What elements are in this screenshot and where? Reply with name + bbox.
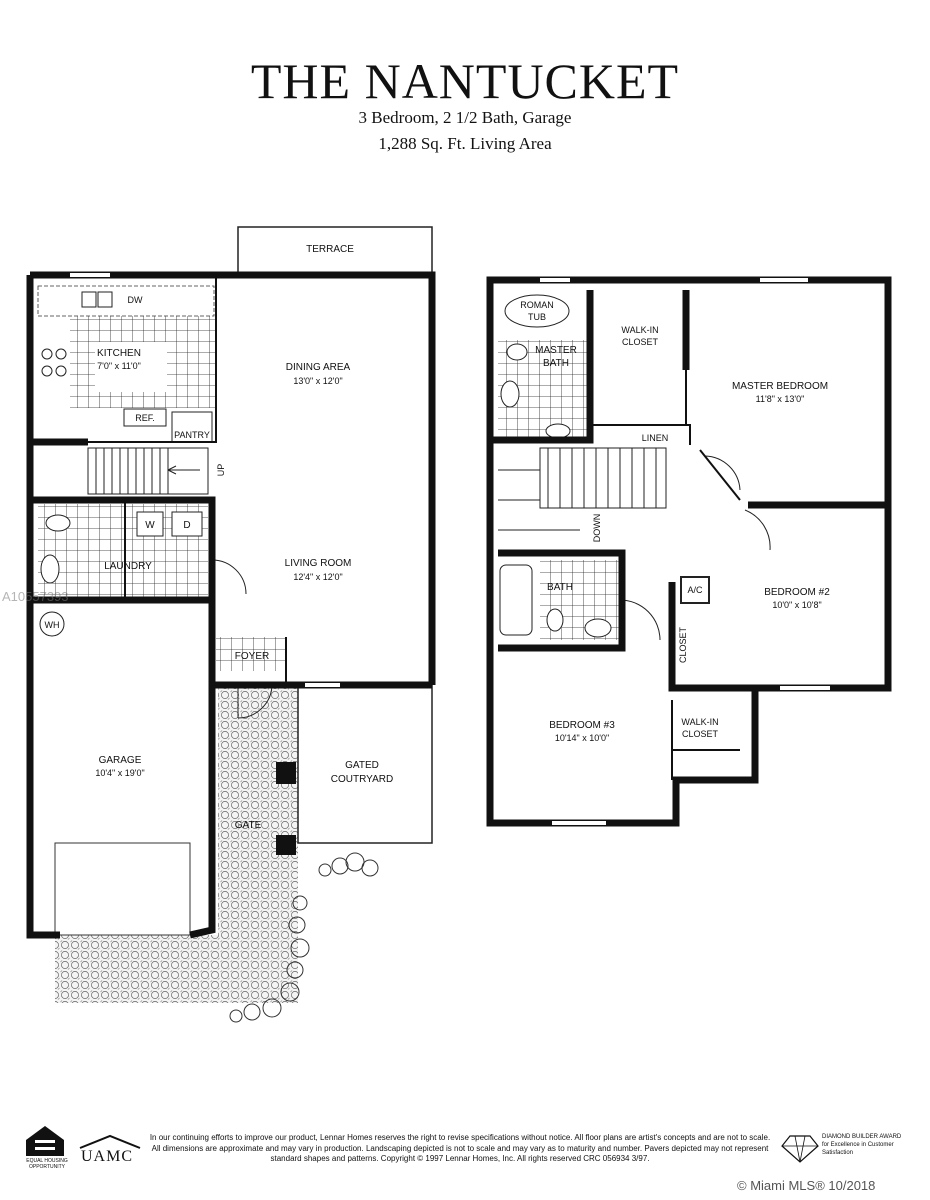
label-pantry: PANTRY [174,430,210,440]
label-bedroom2-dim: 10'0" x 10'8" [772,600,821,610]
powder-room-sink [40,554,60,584]
label-living: LIVING ROOM [285,558,352,569]
master-sink-2 [545,423,571,439]
kitchen-sink-left [81,291,97,308]
refrigerator [123,408,167,427]
label-kitchen-dim: 7'0" x 11'0" [97,361,141,371]
room-labels: TERRACE DW KITCHEN 7'0" x 11'0" REF. PAN… [45,244,831,831]
master-toilet [506,343,528,361]
label-courtyard-2: COUTRYARD [331,774,393,785]
label-washer: W [145,520,155,531]
label-gate: GATE [235,820,262,831]
label-roman-tub-2: TUB [528,312,546,322]
uamc-logo-roof [79,1134,141,1149]
disclaimer-text: In our continuing efforts to improve our… [149,1133,771,1163]
label-bath: BATH [547,582,573,593]
label-terrace: TERRACE [306,244,354,255]
gated-courtyard [297,684,433,844]
label-courtyard-1: GATED [345,760,379,771]
label-up: UP [216,464,226,477]
pantry [171,411,213,443]
label-roman-tub-1: ROMAN [520,300,554,310]
washer [136,511,164,537]
range-burners [41,348,67,377]
label-foyer: FOYER [235,651,269,662]
driveway-pavers [55,935,218,1003]
label-master-bath-2: BATH [543,358,569,369]
label-laundry: LAUNDRY [104,561,152,572]
bathtub [499,564,533,636]
label-bedroom3-dim: 10'14" x 10'0" [555,733,609,743]
label-garage-dim: 10'4" x 19'0" [95,768,144,778]
label-walkin-2: CLOSET [622,337,659,347]
stairs-second-floor [498,447,667,531]
first-floor-walls [26,271,436,939]
plan-subtitle-bedrooms: 3 Bedroom, 2 1/2 Bath, Garage [358,108,572,127]
uamc-logo-text: UAMC [81,1148,134,1165]
label-ref: REF. [135,413,155,423]
dryer [171,511,203,537]
diamond-award-logo [781,1135,819,1163]
equal-housing-logo [26,1126,64,1156]
label-bedroom3: BEDROOM #3 [549,720,615,731]
bath-sink [584,618,612,638]
label-kitchen: KITCHEN [97,348,141,359]
stairs-first-floor [87,447,209,495]
diamond-award-line1: DIAMOND BUILDER AWARD [822,1134,902,1140]
label-bedroom2: BEDROOM #2 [764,587,830,598]
label-ac: A/C [687,585,703,595]
diamond-award-line2: for Excellence in Customer Satisfaction [822,1142,894,1156]
label-dw: DW [128,295,143,305]
label-master-dim: 11'8" x 13'0" [756,394,805,404]
kitchen-counter-top [37,285,215,317]
label-walkin-1: WALK-IN [621,325,658,335]
plan-title: THE NANTUCKET [250,53,680,109]
powder-room-toilet [45,514,71,532]
second-floor-plan [486,276,892,827]
diamond-award-text: DIAMOND BUILDER AWARD for Excellence in … [822,1133,902,1157]
ac-unit [680,576,710,604]
foyer-tile [216,637,286,671]
label-master-bath-1: MASTER [535,345,577,356]
label-master-bedroom: MASTER BEDROOM [732,381,828,392]
label-linen: LINEN [642,433,669,443]
bath-toilet [546,608,564,632]
water-heater [39,611,65,637]
label-wh: WH [45,620,60,630]
equal-housing-text: EQUAL HOUSING OPPORTUNITY [26,1158,68,1170]
kitchen-floor [95,342,167,392]
label-dining: DINING AREA [286,362,351,373]
label-dryer: D [183,520,190,531]
label-down: DOWN [592,514,602,543]
label-closet: CLOSET [678,626,688,663]
landscaping-shrubs [229,852,379,1023]
kitchen-sink-right [97,291,113,308]
label-garage: GARAGE [99,755,142,766]
label-dining-dim: 13'0" x 12'0" [293,376,342,386]
label-living-dim: 12'4" x 12'0" [293,572,342,582]
terrace [237,226,433,276]
label-walkin2-1: WALK-IN [681,717,718,727]
first-floor-plan [26,226,436,1023]
mls-credit: © Miami MLS® 10/2018 [737,1178,876,1193]
garage-door-outline [54,842,191,936]
roman-tub [504,294,570,328]
master-sink-1 [500,380,520,408]
listing-watermark: A10557393 [2,589,69,604]
plan-subtitle-area: 1,288 Sq. Ft. Living Area [378,134,552,153]
label-walkin2-2: CLOSET [682,729,719,739]
